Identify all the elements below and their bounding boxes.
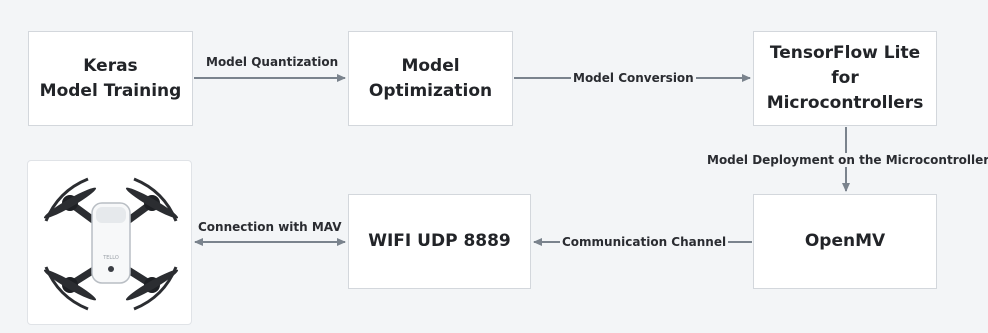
node-wifi-line-1: WIFI UDP 8889	[368, 231, 511, 251]
node-openmv: OpenMV	[753, 194, 937, 289]
node-tflite-line-3: Microcontrollers	[766, 93, 924, 113]
drone-image: TELLO	[27, 160, 192, 325]
node-tflite-line-2: for	[831, 68, 859, 88]
node-optimization-line-1: Model	[401, 55, 460, 76]
drone-icon: TELLO	[43, 177, 179, 311]
label-connection-with-mav: Connection with MAV	[196, 220, 344, 234]
label-communication-channel: Communication Channel	[560, 235, 729, 249]
label-model-conversion: Model Conversion	[571, 71, 696, 85]
node-openmv-line-1: OpenMV	[804, 231, 886, 251]
drone-brand-text: TELLO	[102, 255, 119, 261]
node-keras-model-training: Keras Model Training	[28, 31, 193, 126]
label-model-deployment: Model Deployment on the Microcontroller	[705, 153, 988, 167]
node-keras-line-1: Keras	[83, 55, 138, 76]
node-optimization-line-2: Optimization	[368, 80, 493, 101]
node-tensorflow-lite: TensorFlow Lite for Microcontrollers	[753, 31, 937, 126]
label-model-quantization: Model Quantization	[204, 55, 341, 69]
node-keras-line-2: Model Training	[39, 80, 182, 101]
node-tflite-line-1: TensorFlow Lite	[769, 43, 921, 63]
node-wifi-udp: WIFI UDP 8889	[348, 194, 531, 289]
node-model-optimization: Model Optimization	[348, 31, 513, 126]
